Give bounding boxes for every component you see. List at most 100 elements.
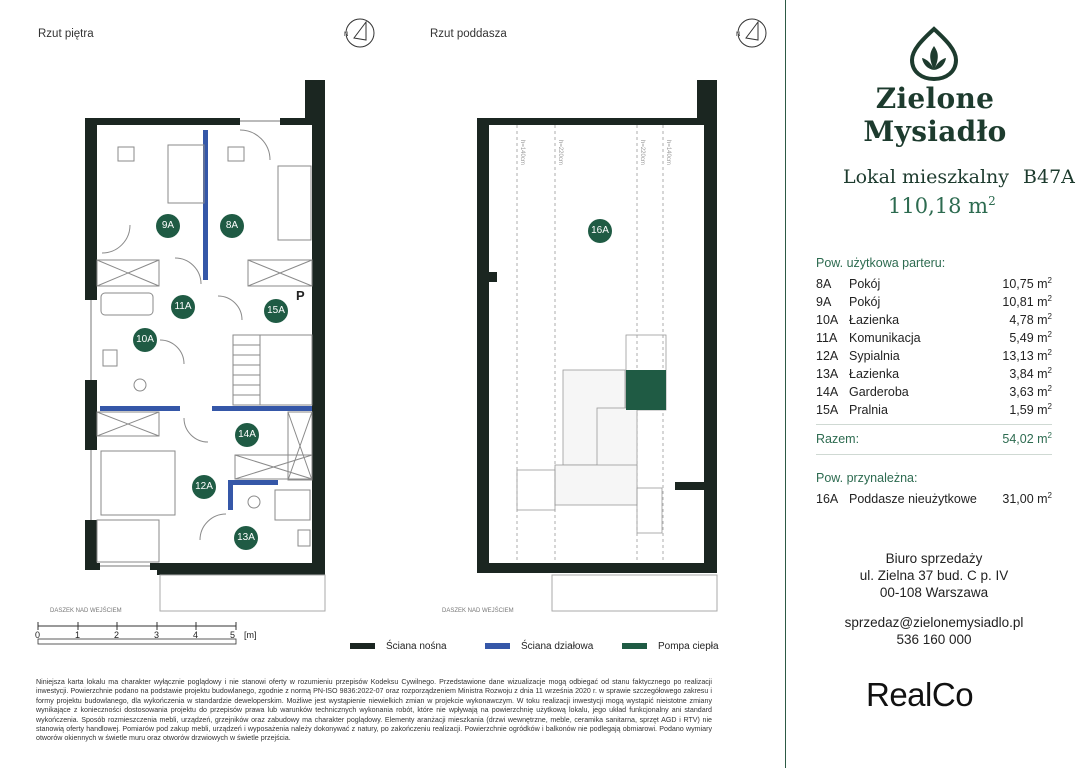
room-code: 14A: [816, 385, 839, 399]
scale-tick-label: 4: [193, 630, 199, 640]
total-row: Razem:54,02 m2: [816, 430, 1052, 450]
room-area-value: 13,13 m: [1002, 349, 1048, 363]
room-area: 31,00 m2: [1002, 490, 1052, 506]
sup: 2: [1047, 430, 1052, 440]
area-row: 12A Sypialnia 13,13 m2: [816, 347, 1052, 367]
sup: 2: [1047, 293, 1052, 303]
svg-text:N: N: [736, 32, 740, 38]
developer-logo: RealCo: [866, 676, 974, 713]
extra-row: 16A Poddasze nieużytkowe 31,00 m2: [816, 490, 1052, 510]
floor-plan-title: Rzut piętra: [38, 28, 94, 40]
attic-height-label: h=140cm: [519, 140, 525, 165]
room-name: Pokój: [849, 295, 881, 309]
scale-bar: [37, 622, 237, 645]
room-badge-14a: 14A: [235, 423, 259, 447]
scale-tick-label: 1: [75, 630, 81, 640]
legend-label-partition: Ściana działowa: [521, 641, 594, 652]
email-link[interactable]: sprzedaz@zielonemysiadlo.pl: [844, 615, 1024, 630]
sup: 2: [1047, 311, 1052, 321]
unit-title-text: Lokal mieszkalny: [843, 166, 1009, 188]
room-area: 10,81 m2: [1002, 293, 1052, 309]
area-row: 14A Garderoba 3,63 m2: [816, 384, 1052, 403]
room-badge-13a: 13A: [234, 526, 258, 550]
ground-heading: Pow. użytkowa parteru:: [816, 256, 946, 270]
room-name: Sypialnia: [849, 349, 900, 363]
attic-height-label: h=140cm: [665, 140, 671, 165]
scale-tick-label: 0: [35, 630, 41, 640]
canopy-label-attic: DASZEK NAD WEJŚCIEM: [442, 608, 514, 614]
sup: 2: [1047, 347, 1052, 357]
sup: 2: [1047, 490, 1052, 500]
room-code: 9A: [816, 295, 832, 309]
legend-swatch-partition: [485, 643, 510, 649]
room-name: Łazienka: [849, 313, 900, 327]
room-area-value: 31,00 m: [1002, 492, 1048, 506]
room-code: 16A: [816, 492, 839, 506]
scale-tick-label: 2: [114, 630, 120, 640]
scale-unit: [m]: [244, 630, 257, 640]
room-area-value: 1,59 m: [1009, 403, 1048, 417]
total-area-value: 54,02 m: [1002, 432, 1048, 446]
room-area-value: 10,75 m: [1002, 277, 1048, 291]
unit-area-sup: 2: [988, 194, 996, 208]
office-street: ul. Zielna 37 bud. C p. IV: [859, 568, 1009, 583]
separator: [816, 454, 1052, 455]
room-code: 13A: [816, 367, 839, 381]
legal-disclaimer: Niniejsza karta lokalu ma charakter wyłą…: [36, 678, 712, 743]
area-row: 9A Pokój 10,81 m2: [816, 293, 1052, 313]
attic-plan: N: [477, 18, 767, 612]
legend-swatch-heat-pump: [622, 643, 647, 649]
room-name: Poddasze nieużytkowe: [849, 492, 977, 506]
office-city: 00-108 Warszawa: [879, 585, 989, 600]
room-area-value: 5,49 m: [1009, 331, 1048, 345]
room-name: Komunikacja: [849, 331, 921, 345]
unit-title: Lokal mieszkalny B47A: [843, 166, 1075, 188]
scale-tick-label: 3: [154, 630, 160, 640]
leaf-drop-logo-icon: [909, 26, 959, 82]
room-area-value: 3,63 m: [1009, 385, 1048, 399]
legend-swatch-load-bearing: [350, 643, 375, 649]
phone-link[interactable]: 536 160 000: [896, 632, 972, 647]
svg-text:N: N: [344, 32, 348, 38]
attic-plan-title: Rzut poddasza: [430, 28, 507, 40]
extra-heading: Pow. przynależna:: [816, 471, 918, 485]
separator: [816, 424, 1052, 425]
room-area: 13,13 m2: [1002, 347, 1052, 363]
floor-plans-drawing: N N: [37, 18, 767, 649]
room-badge-8a: 8A: [220, 214, 244, 238]
sup: 2: [1047, 365, 1052, 375]
area-row: 8A Pokój 10,75 m2: [816, 275, 1052, 295]
legend-label-heat-pump: Pompa ciepła: [658, 641, 719, 652]
room-area-value: 4,78 m: [1009, 313, 1048, 327]
brand-name: Zielone Mysiadło: [863, 82, 1007, 148]
contact: sprzedaz@zielonemysiadlo.pl 536 160 000: [816, 614, 1052, 648]
sup: 2: [1047, 401, 1052, 411]
room-badge-15a: 15A: [264, 299, 288, 323]
room-badge-16a: 16A: [588, 219, 612, 243]
room-name: Łazienka: [849, 367, 900, 381]
sales-office: Biuro sprzedaży ul. Zielna 37 bud. C p. …: [816, 550, 1052, 601]
room-area-value: 10,81 m: [1002, 295, 1048, 309]
room-badge-9a: 9A: [156, 214, 180, 238]
office-title: Biuro sprzedaży: [885, 551, 983, 566]
room-area: 3,84 m2: [1009, 365, 1052, 381]
room-name: Pokój: [849, 277, 881, 291]
room-badge-11a: 11A: [171, 295, 195, 319]
sup: 2: [1047, 275, 1052, 285]
unit-area: 110,18 m2: [888, 194, 996, 218]
room-code: 15A: [816, 403, 839, 417]
p-mark: P: [296, 288, 305, 303]
scale-tick-label: 5: [230, 630, 236, 640]
floor-plan-level: N: [83, 18, 375, 612]
canopy-label-floor: DASZEK NAD WEJŚCIEM: [50, 608, 122, 614]
room-code: 12A: [816, 349, 839, 363]
room-area: 5,49 m2: [1009, 330, 1052, 345]
room-name: Garderoba: [849, 385, 909, 399]
room-badge-12a: 12A: [192, 475, 216, 499]
room-code: 8A: [816, 277, 832, 291]
room-area: 3,63 m2: [1009, 384, 1052, 399]
heat-pump-unit: [626, 370, 666, 410]
room-area: 4,78 m2: [1009, 311, 1052, 327]
